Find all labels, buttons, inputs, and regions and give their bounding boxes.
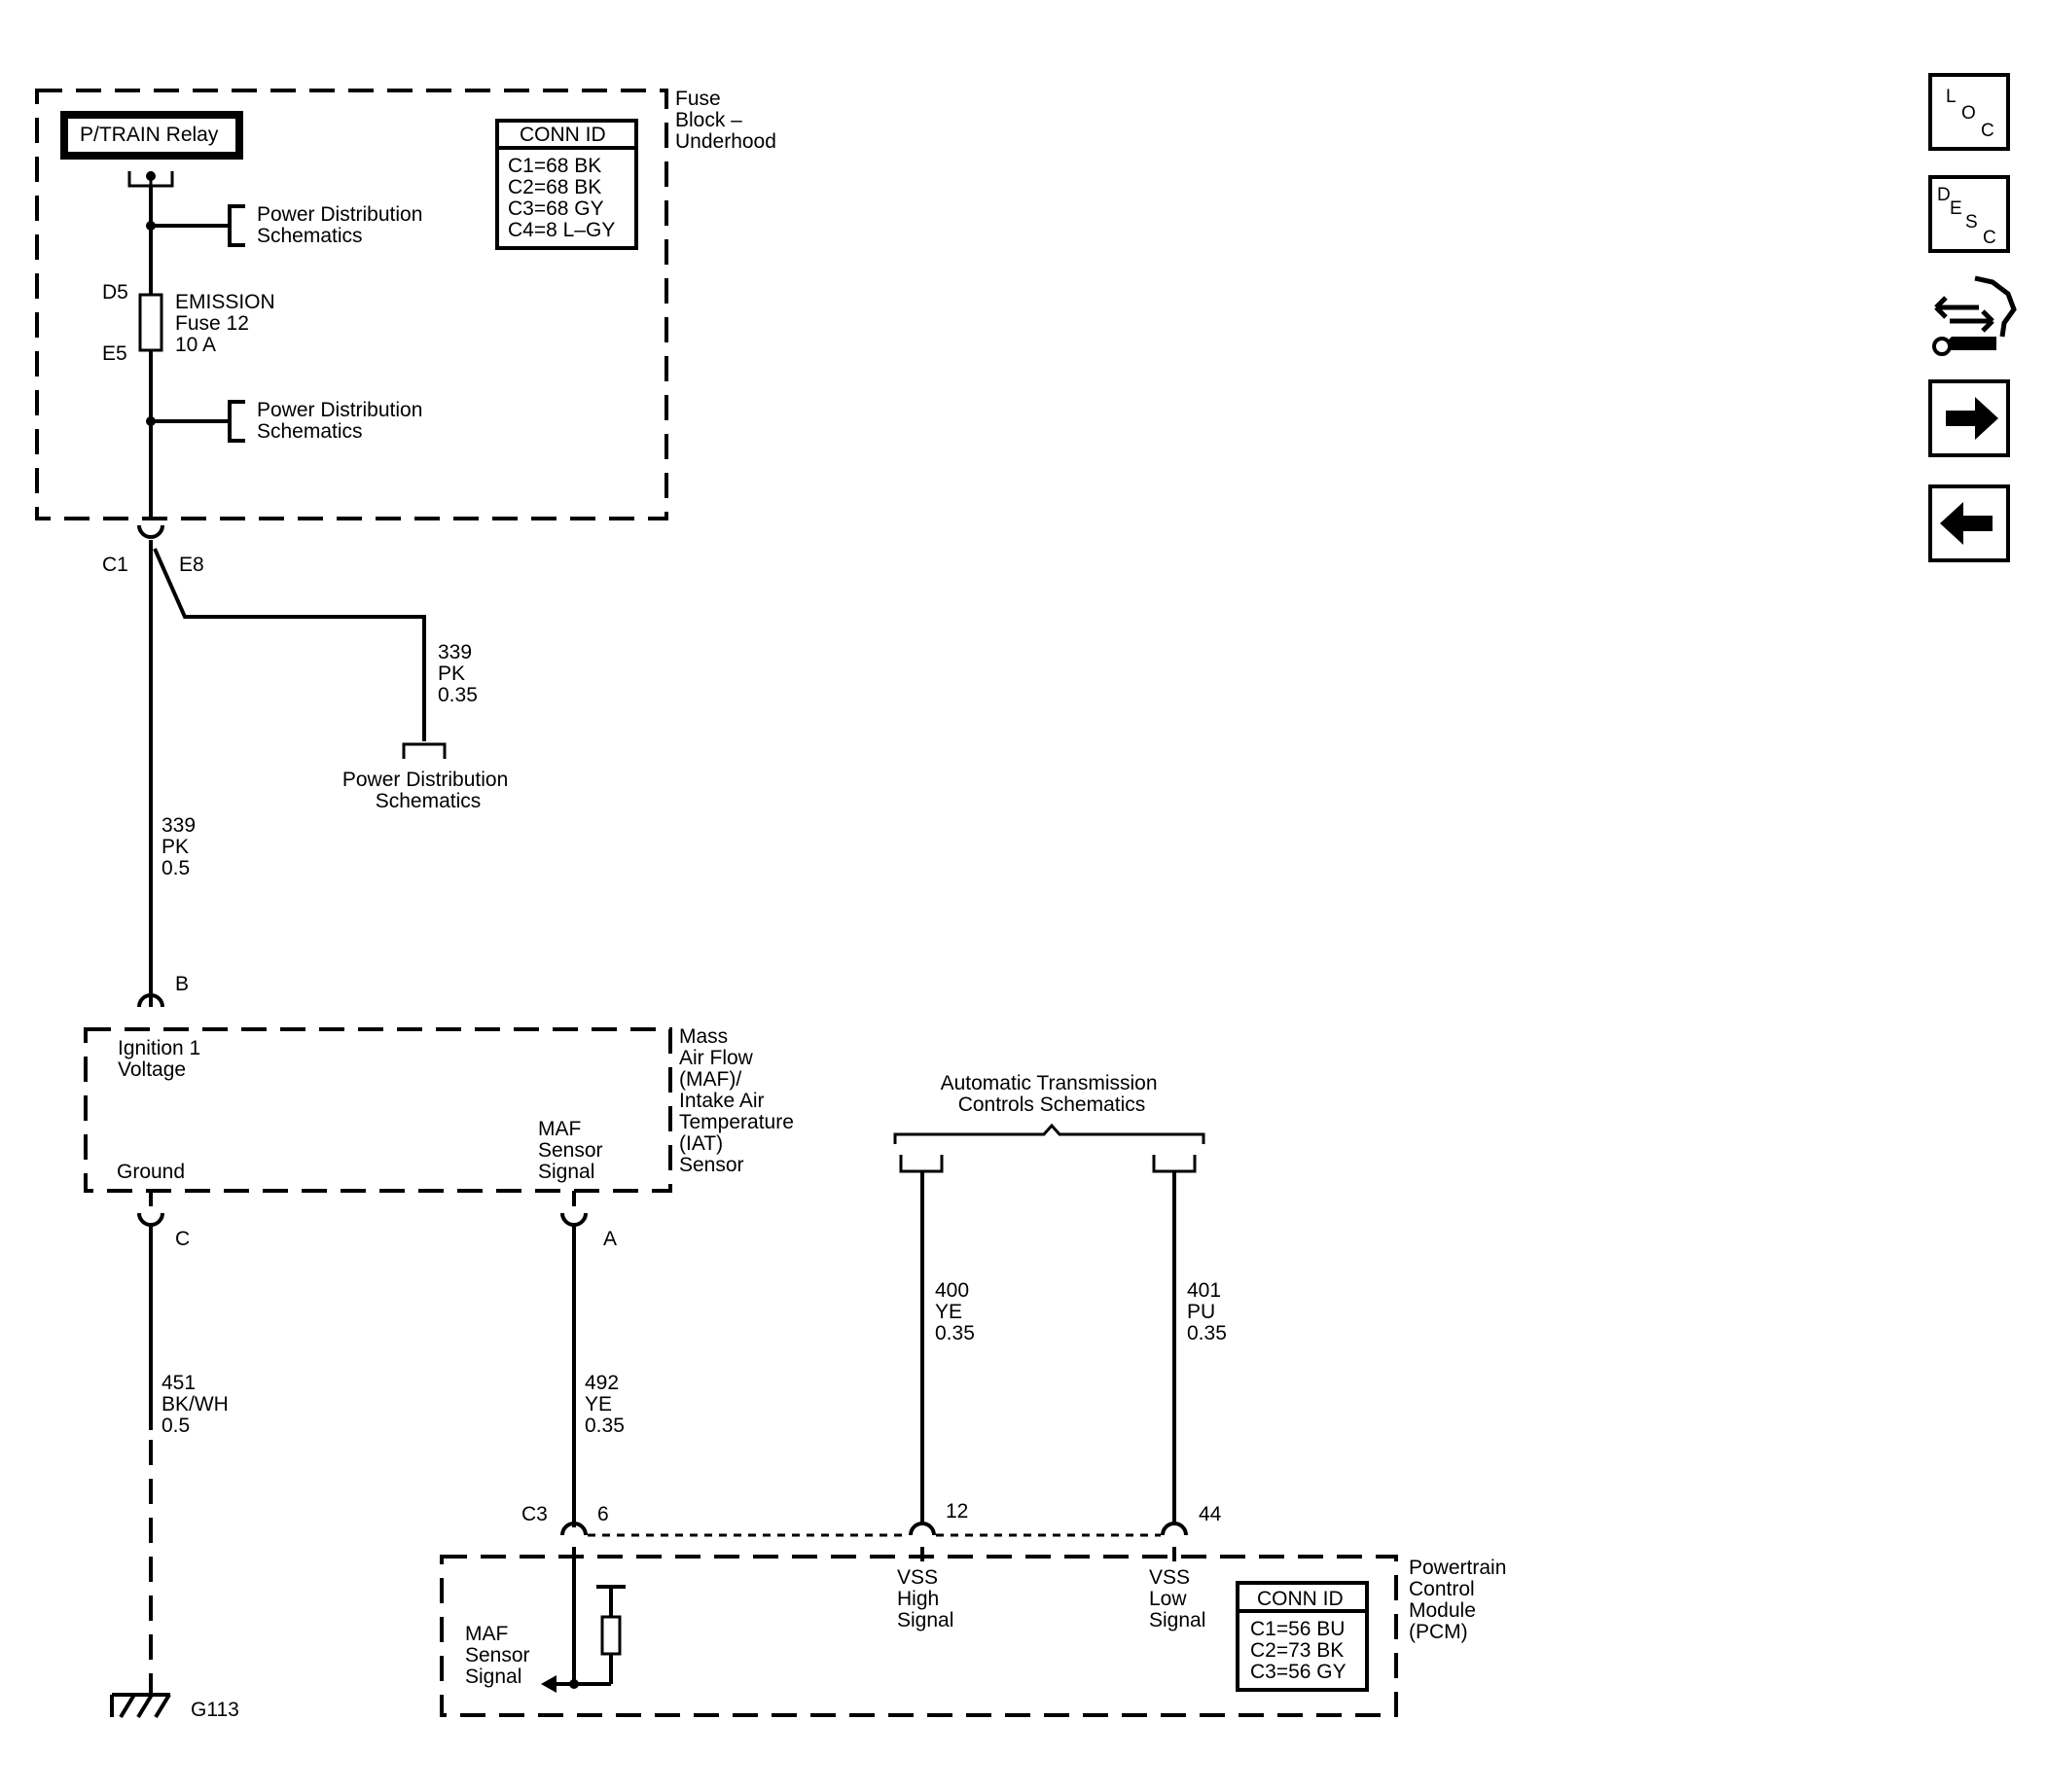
ground-wire-label: 451 BK/WH 0.5 xyxy=(162,1372,234,1437)
fuse-label: EMISSION Fuse 12 10 A xyxy=(175,291,281,356)
svg-text:E: E xyxy=(1950,198,1962,219)
signal-wire-label: 492 YE 0.35 xyxy=(585,1372,625,1437)
pcm-pin-stub xyxy=(572,1547,1176,1561)
fuse-conn-id-row: C1=68 BK xyxy=(508,155,601,177)
previous-page-button[interactable] xyxy=(1928,484,2010,562)
pcm-pin-44: 44 xyxy=(1199,1503,1222,1525)
pullup-resistor-lead xyxy=(596,1585,626,1684)
ptrain-relay-box xyxy=(60,111,243,160)
fuse-pin-bottom: E5 xyxy=(102,342,127,365)
branch-wire-label: 339 PK 0.35 xyxy=(438,641,478,706)
desc-icon: D E S C xyxy=(1937,185,1996,248)
fuse-conn-id-title: CONN ID xyxy=(520,124,606,146)
maf-sensor-boundary xyxy=(84,1027,672,1193)
svg-text:O: O xyxy=(1961,103,1976,124)
relay-contact-node xyxy=(146,171,156,181)
pcm-maf-signal-label: MAF Sensor Signal xyxy=(465,1623,535,1688)
arrow-left-icon xyxy=(1940,502,1993,545)
ground-label: Ground xyxy=(117,1161,185,1183)
ground-symbol xyxy=(110,1678,171,1719)
splice-node xyxy=(569,1679,579,1689)
svg-text:C: C xyxy=(1981,121,1994,141)
pcm-conn-id-row: C1=56 BU xyxy=(1250,1618,1345,1640)
main-wire-label: 339 PK 0.5 xyxy=(162,814,201,879)
power-dist-label-1: Power Distribution Schematics xyxy=(257,203,428,247)
branch-terminal xyxy=(402,742,447,759)
pcm-conn-id-row: C2=73 BK xyxy=(1250,1639,1344,1662)
pcm-vss-high-label: VSS High Signal xyxy=(897,1566,953,1631)
vss-low-terminal xyxy=(1152,1155,1197,1173)
loc-icon: L O C xyxy=(1946,87,1994,141)
ptrain-relay-label: P/TRAIN Relay xyxy=(80,124,219,146)
trans-bracket xyxy=(893,1123,1205,1144)
connector-a xyxy=(560,1191,588,1227)
pullup-resistor xyxy=(600,1615,622,1656)
fuse-block-boundary xyxy=(35,89,668,520)
svg-text:C: C xyxy=(1983,228,1996,248)
fuse-block-name: Fuse Block – Underhood xyxy=(675,88,776,153)
power-dist-tap-1 xyxy=(151,204,245,247)
vss-high-terminal xyxy=(899,1155,944,1173)
trans-schematics-label: Automatic Transmission Controls Schemati… xyxy=(941,1072,1164,1116)
pcm-conn-id-table xyxy=(1236,1581,1369,1692)
pcm-connector-label: C3 xyxy=(521,1503,548,1525)
connector-b xyxy=(137,993,164,1008)
pcm-conn-id-row: C3=56 GY xyxy=(1250,1661,1347,1683)
power-dist-tap-2 xyxy=(151,400,245,443)
connector-c1-label: C1 xyxy=(102,554,128,576)
arrow-right-icon xyxy=(1946,397,1998,440)
ground-point-label: G113 xyxy=(191,1699,239,1721)
fuse-conn-id-row: C4=8 L–GY xyxy=(508,219,615,241)
svg-text:L: L xyxy=(1946,87,1957,107)
pcm-connector-12 xyxy=(909,1522,936,1536)
connector-e8-label: E8 xyxy=(179,554,204,576)
pcm-connector-44 xyxy=(1161,1522,1188,1536)
pcm-pin-6: 6 xyxy=(597,1503,609,1525)
connector-c xyxy=(137,1191,164,1227)
pcm-pin-12: 12 xyxy=(946,1500,968,1523)
ignition-label: Ignition 1 Voltage xyxy=(118,1037,206,1081)
vss-low-wire-label: 401 PU 0.35 xyxy=(1187,1279,1227,1344)
pcm-boundary xyxy=(440,1555,1398,1717)
connector-wrench-icon xyxy=(1932,275,2017,356)
fuse-conn-id-row: C3=68 GY xyxy=(508,197,604,220)
vss-high-wire-label: 400 YE 0.35 xyxy=(935,1279,975,1344)
connector-view-button[interactable] xyxy=(1930,274,2017,362)
next-page-button[interactable] xyxy=(1928,379,2010,457)
pin-b-label: B xyxy=(175,973,189,995)
branch-wire xyxy=(153,548,426,741)
desc-button[interactable]: D E S C xyxy=(1928,175,2010,253)
fuse-block-conn-id-table xyxy=(495,119,638,250)
pin-a-label: A xyxy=(603,1228,617,1250)
maf-signal-label: MAF Sensor Signal xyxy=(538,1118,608,1183)
pcm-name: Powertrain Control Module (PCM) xyxy=(1409,1557,1512,1643)
maf-sensor-name: Mass Air Flow (MAF)/ Intake Air Temperat… xyxy=(679,1025,800,1176)
signal-arrow-icon xyxy=(541,1675,557,1693)
emission-fuse xyxy=(138,293,163,352)
svg-text:S: S xyxy=(1965,212,1978,233)
connector-c1-e8 xyxy=(137,524,164,539)
pin-c-label: C xyxy=(175,1228,190,1250)
fuse-pin-top: D5 xyxy=(102,281,128,304)
svg-text:D: D xyxy=(1937,185,1951,205)
branch-power-dist-label: Power Distribution Schematics xyxy=(342,769,514,812)
pcm-vss-low-label: VSS Low Signal xyxy=(1149,1566,1205,1631)
pcm-connector-6 xyxy=(560,1522,588,1536)
power-dist-label-2: Power Distribution Schematics xyxy=(257,399,428,443)
fuse-conn-id-row: C2=68 BK xyxy=(508,176,601,198)
pcm-conn-id-title: CONN ID xyxy=(1257,1588,1344,1610)
loc-button[interactable]: L O C xyxy=(1928,73,2010,151)
